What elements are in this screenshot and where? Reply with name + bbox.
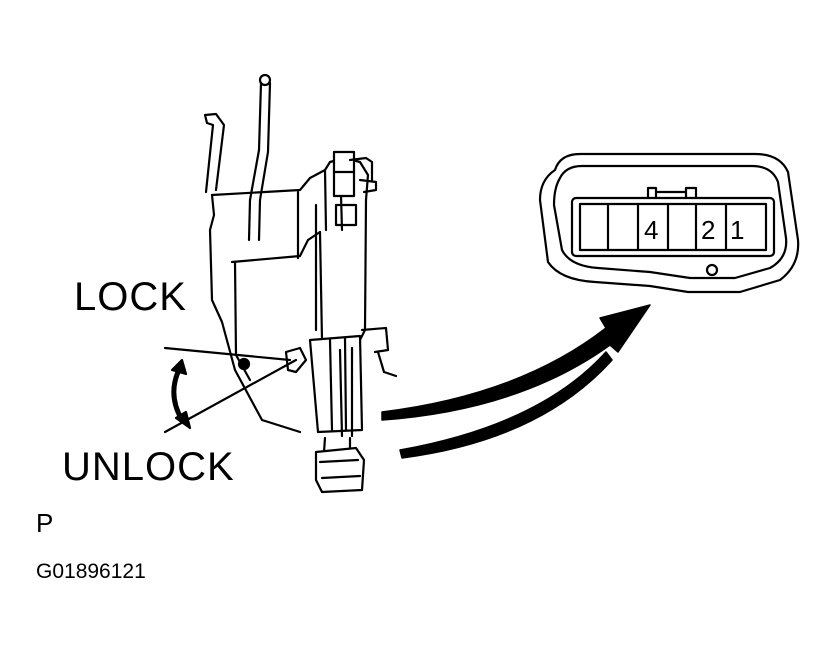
curved-arrow (381, 304, 651, 459)
pin-label-2: 2 (701, 215, 715, 245)
unlock-label: UNLOCK (62, 445, 235, 489)
lock-rod (247, 73, 272, 242)
pin-label-1: 1 (730, 215, 744, 245)
linkage-rod (203, 112, 226, 194)
lock-unlock-indicator (163, 346, 298, 434)
figure-code: G01896121 (36, 560, 146, 583)
lock-label: LOCK (74, 275, 187, 319)
actuator-body (208, 150, 398, 494)
connector-face (538, 152, 800, 294)
pin-label-4: 4 (644, 215, 658, 245)
view-letter: P (36, 508, 54, 538)
connector-pin-labels: 4 2 1 (644, 215, 744, 245)
